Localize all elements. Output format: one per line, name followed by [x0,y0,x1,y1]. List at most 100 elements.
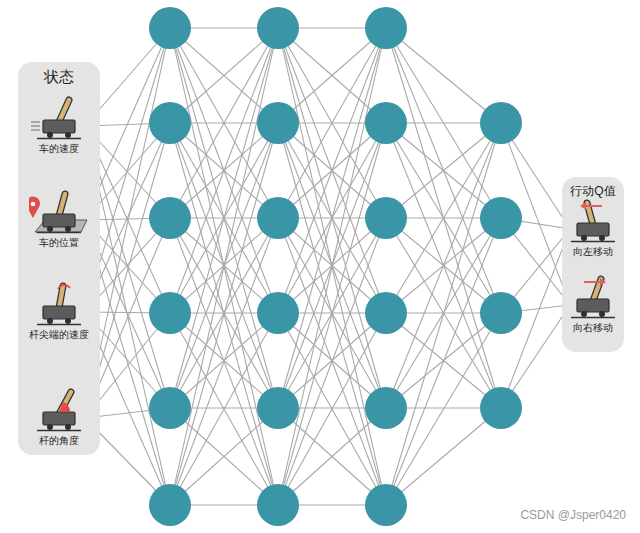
wheel [581,311,587,317]
item-label: 车的位置 [18,236,100,250]
wheel [47,226,53,232]
speed-mark [31,125,40,126]
weight-line [170,28,278,123]
neuron [149,484,191,526]
input-item: 杆的角度 [18,388,100,448]
neuron [480,102,522,144]
item-label: 向右移动 [562,321,624,335]
neuron [257,197,299,239]
cart-body [43,412,75,425]
angle-mark [59,402,70,412]
input-item: 杆尖端的速度 [18,282,100,342]
weight-line [278,218,386,505]
cart-icon [31,100,81,139]
wheel [65,318,71,324]
weight-line [278,408,386,505]
wheel [581,235,587,241]
weight-line [386,28,501,123]
weight-line [170,28,278,123]
weight-line [278,28,386,123]
input-item: 车的速度 [18,96,100,156]
speed-mark [31,129,40,130]
pole [59,392,71,414]
speed-mark [31,121,40,122]
pole [59,286,63,308]
wheel [599,235,605,241]
tip-arc [58,285,70,289]
track-line [571,241,615,243]
pole-outline [59,286,63,308]
icon [29,96,89,142]
weight-line [386,408,501,505]
cart-icon [29,194,87,233]
weight-line [170,28,278,505]
cart-icon [571,202,615,242]
wheel [65,226,71,232]
weight-line [278,408,386,505]
pole [59,100,69,122]
weight-line [386,123,501,408]
neurons [149,7,522,526]
wheel [65,424,71,430]
icon [566,275,620,321]
neuron [149,387,191,429]
cart-icon [37,392,81,431]
direction-arrow [584,205,602,207]
weight-line [278,28,386,505]
direction-arrow [584,281,602,283]
track-line [571,317,615,319]
icon [29,388,89,434]
cart-icon [37,285,81,324]
weight-line [278,218,386,505]
weight-line [386,123,501,218]
neuron [149,7,191,49]
weight-line [170,28,278,505]
connections [85,28,570,505]
neuron [480,197,522,239]
weight-line [278,28,386,313]
wheel [599,311,605,317]
cart-icon [571,278,615,318]
weight-line [170,218,278,505]
wheel [47,318,53,324]
weight-line [386,123,501,218]
panel-title: 状态 [18,62,100,87]
input-item: 向左移动 [562,199,624,259]
pole [59,194,65,216]
cart-body [43,306,75,319]
location-pin [29,196,40,218]
watermark: CSDN @Jsper0420 [520,508,626,522]
wheel [47,132,53,138]
neuron [257,7,299,49]
neuron [480,292,522,334]
neuron [365,292,407,334]
pole-outline [59,392,71,414]
group-panel: 向左移动向右移动行动Q值 [562,177,624,352]
track-line [37,232,81,234]
neuron [149,292,191,334]
wheel [65,132,71,138]
direction-head [600,278,606,286]
cart-body [577,299,609,312]
group-panel: 车的速度车的位置杆尖端的速度杆的角度 状态 [18,62,100,455]
weight-line [278,28,386,313]
pin-hole [31,202,36,207]
neuron [257,387,299,429]
neuron [257,292,299,334]
weight-line [386,28,501,313]
weight-line [278,28,386,123]
neuron [365,387,407,429]
weight-line [278,28,386,505]
pole-outline [59,194,65,216]
input-item: 车的位置 [18,190,100,250]
track-line [37,430,81,432]
item-label: 车的速度 [18,142,100,156]
direction-head [580,202,586,210]
input-item: 向右移动 [562,275,624,335]
weight-line [386,123,501,408]
icon [29,190,89,236]
weight-line [170,28,278,313]
neuron [257,102,299,144]
cart-body [43,120,75,133]
